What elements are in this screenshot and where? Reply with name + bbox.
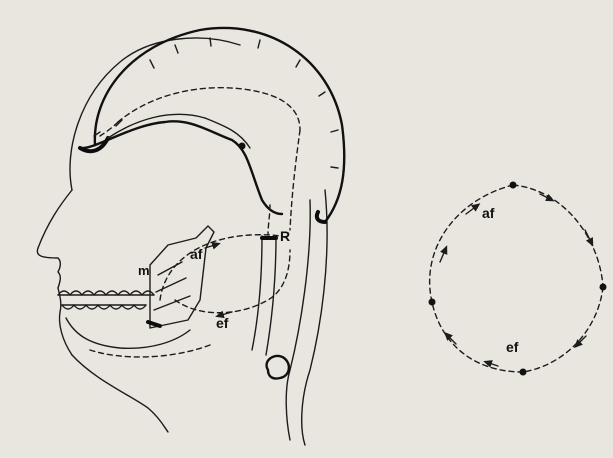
circuit-node-right xyxy=(600,284,607,291)
label-r: R xyxy=(280,228,290,244)
brainstem xyxy=(252,236,289,379)
circuit-node-left xyxy=(429,299,436,306)
label-m: m xyxy=(138,263,150,278)
label-afferent-head: af xyxy=(190,246,203,262)
brain-pathway xyxy=(100,88,300,235)
circuit-node-top xyxy=(510,182,517,189)
jaw-and-teeth xyxy=(58,226,214,348)
label-efferent-circuit: ef xyxy=(506,339,519,355)
label-afferent-circuit: af xyxy=(482,205,495,221)
cerebrum xyxy=(80,28,344,222)
circuit-node-bottom xyxy=(520,369,527,376)
label-efferent-head: ef xyxy=(216,315,229,331)
